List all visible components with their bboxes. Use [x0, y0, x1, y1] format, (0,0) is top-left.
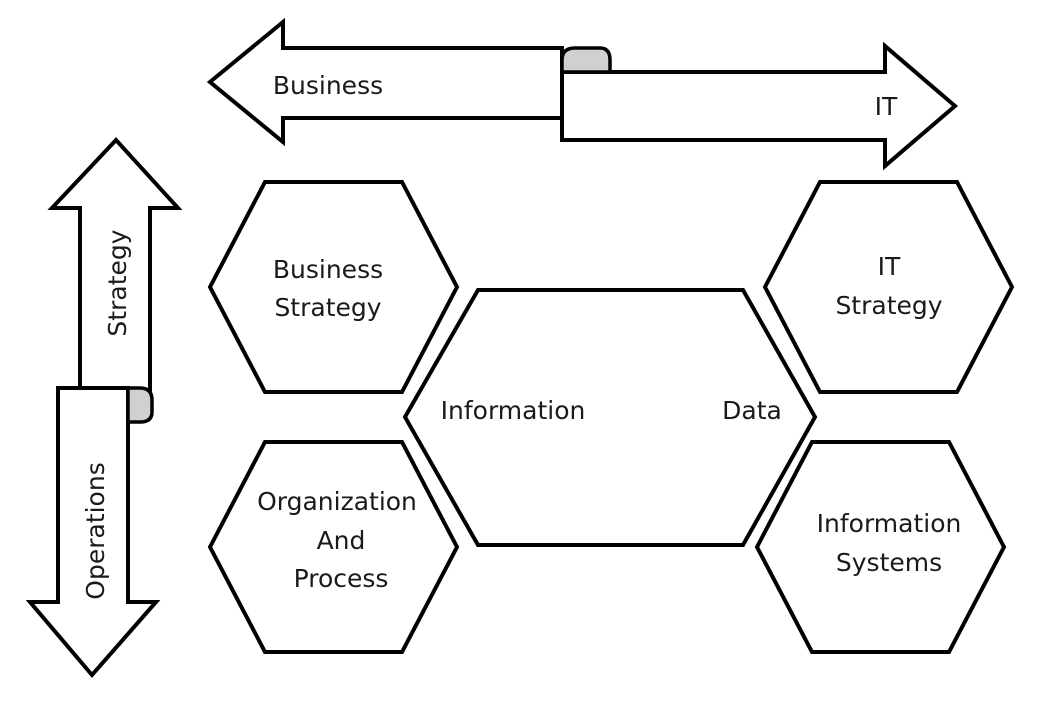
- organization-process-line-2: And: [317, 526, 366, 555]
- organization-process-line-1: Organization: [257, 487, 417, 516]
- center-data-label: Data: [722, 396, 782, 425]
- business-strategy-line-2: Strategy: [274, 293, 381, 322]
- it-strategy-line-2: Strategy: [835, 291, 942, 320]
- vertical-axis-arrows: Strategy Operations: [25, 137, 183, 679]
- center-information-label: Information: [441, 396, 586, 425]
- hexagon-business-strategy: Business Strategy: [207, 180, 460, 394]
- organization-process-line-3: Process: [294, 564, 389, 593]
- information-systems-line-1: Information: [817, 509, 962, 538]
- business-strategy-line-1: Business: [273, 255, 383, 284]
- information-systems-line-2: Systems: [836, 548, 942, 577]
- vertical-ribbon-curl: [126, 386, 154, 424]
- it-arrow: [560, 41, 959, 171]
- business-label: Business: [273, 71, 383, 100]
- hexagon-information-systems: Information Systems: [754, 440, 1007, 654]
- it-strategy-line-1: IT: [878, 252, 901, 281]
- hexagon-organization-process: Organization And Process: [207, 440, 460, 654]
- operations-label: Operations: [81, 462, 110, 599]
- hexagon-it-strategy: IT Strategy: [762, 180, 1015, 394]
- business-arrow: [206, 17, 564, 147]
- strategy-label: Strategy: [103, 229, 132, 336]
- horizontal-axis-arrows: Business IT: [206, 17, 959, 171]
- hexagon-center: Information Data: [402, 288, 818, 547]
- horizontal-ribbon-curl: [560, 46, 612, 74]
- it-label: IT: [875, 92, 898, 121]
